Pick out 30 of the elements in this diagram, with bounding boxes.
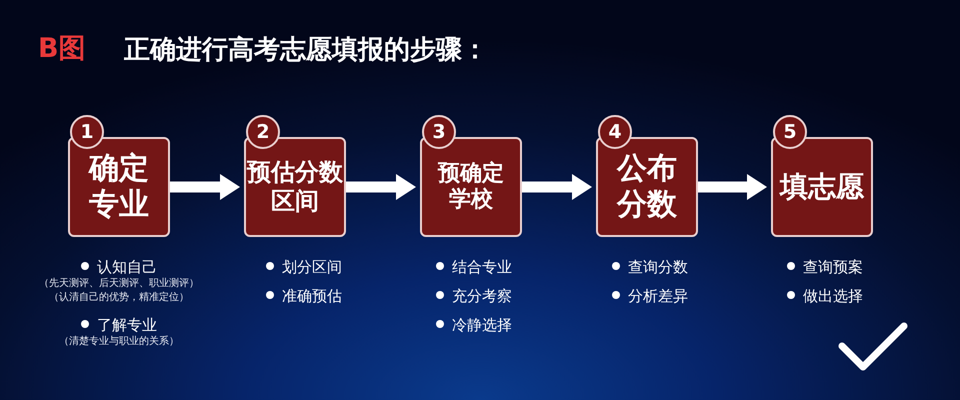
step-box: 确定专业 bbox=[68, 137, 170, 237]
bullet-item: 结合专业 bbox=[436, 258, 512, 276]
bullet-item: 认知自己 bbox=[81, 258, 157, 276]
bullet-item: 查询分数 bbox=[612, 258, 688, 276]
step-number: 1 bbox=[70, 115, 104, 149]
figure-label: B图 bbox=[38, 33, 86, 65]
bullet-item: 冷静选择 bbox=[436, 316, 512, 334]
arrow bbox=[522, 174, 592, 200]
step-number: 2 bbox=[246, 115, 280, 149]
arrow bbox=[346, 174, 416, 200]
step-number: 4 bbox=[598, 115, 632, 149]
bullet-item: 充分考察 bbox=[436, 287, 512, 305]
step-number: 5 bbox=[773, 115, 807, 149]
bullet-item: 了解专业 bbox=[81, 316, 157, 334]
bullet-item: 分析差异 bbox=[612, 287, 688, 305]
bullet-item: 准确预估 bbox=[266, 287, 342, 305]
arrow bbox=[170, 174, 240, 200]
bullet-item: 查询预案 bbox=[787, 258, 863, 276]
step-box: 公布分数 bbox=[596, 137, 698, 237]
note-text: （认清自己的优势，精准定位） bbox=[49, 292, 189, 304]
step-box: 填志愿 bbox=[771, 137, 873, 237]
arrow bbox=[698, 174, 767, 200]
note-text: （清楚专业与职业的关系） bbox=[59, 336, 179, 348]
step-box: 预确定学校 bbox=[420, 137, 522, 237]
step-box: 预估分数区间 bbox=[244, 137, 346, 237]
bullet-item: 做出选择 bbox=[787, 287, 863, 305]
note-text: （先天测评、后天测评、职业测评） bbox=[39, 278, 199, 290]
title: 正确进行高考志愿填报的步骤： bbox=[124, 34, 488, 66]
step-number: 3 bbox=[422, 115, 456, 149]
bullet-item: 划分区间 bbox=[266, 258, 342, 276]
